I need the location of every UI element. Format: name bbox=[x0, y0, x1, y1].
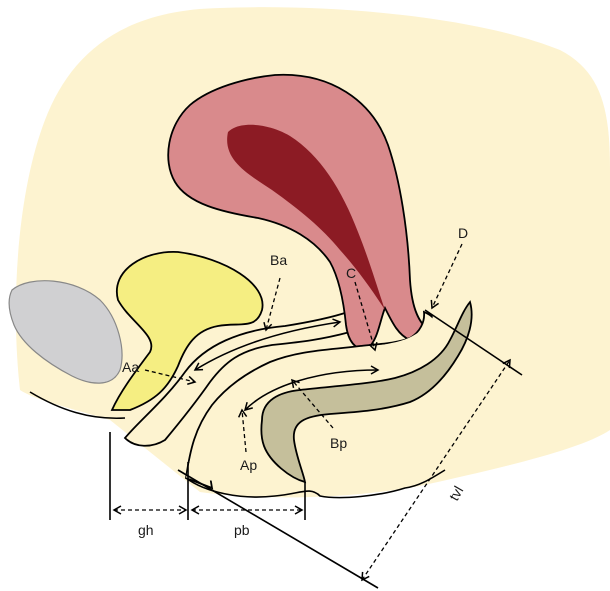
label-C: C bbox=[346, 265, 356, 281]
label-tvl: tvl bbox=[446, 483, 467, 503]
label-D: D bbox=[458, 225, 468, 241]
label-pb: pb bbox=[234, 522, 250, 538]
label-Ap: Ap bbox=[240, 457, 257, 473]
label-Ba: Ba bbox=[270, 252, 287, 268]
label-Aa: Aa bbox=[122, 359, 139, 375]
label-Bp: Bp bbox=[330, 435, 347, 451]
label-gh: gh bbox=[138, 522, 154, 538]
